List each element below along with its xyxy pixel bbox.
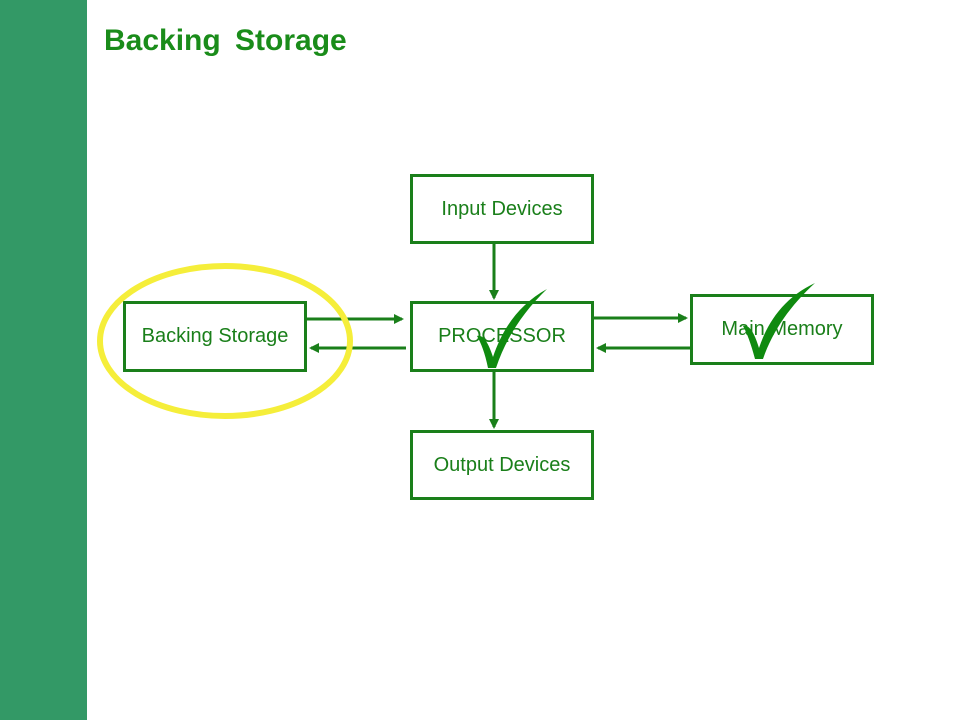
checkmark-icon	[743, 283, 815, 359]
side-accent-band	[0, 0, 87, 720]
slide-title: Backing Storage	[104, 24, 347, 57]
input-devices-label: Input Devices	[441, 197, 563, 220]
main-memory-box: Main Memory	[690, 294, 874, 365]
output-devices-box: Output Devices	[410, 430, 594, 500]
backing-storage-label: Backing Storage	[141, 325, 289, 347]
output-devices-label: Output Devices	[433, 453, 571, 476]
input-devices-box: Input Devices	[410, 174, 594, 244]
checkmark-icon	[477, 289, 547, 368]
highlight-ellipse	[97, 263, 353, 419]
backing-storage-box: Backing Storage	[123, 301, 307, 372]
